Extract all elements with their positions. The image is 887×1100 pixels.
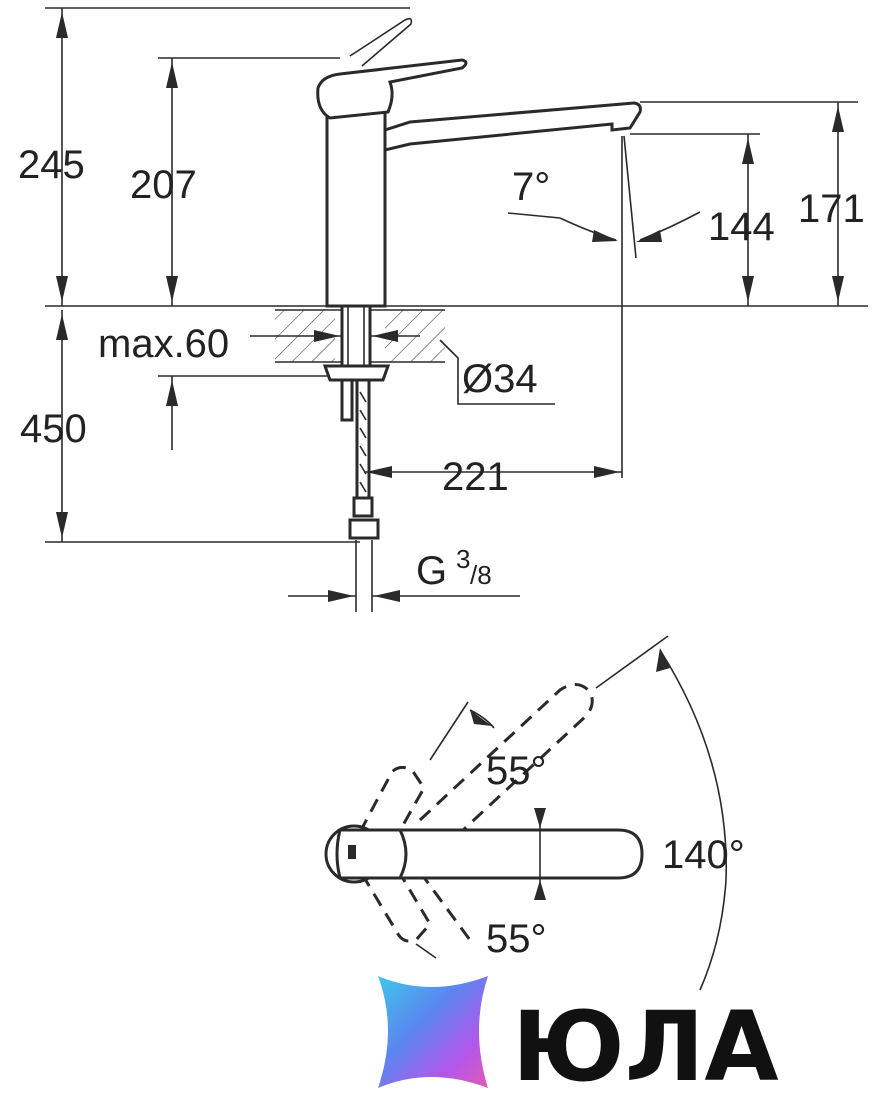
lever-top-view [335,828,408,880]
spout [383,101,642,152]
lever-handle [316,58,468,120]
dim-spout-height: 144 [708,205,775,249]
spout-top-view [378,828,644,880]
rotation-lever-down: 55° [486,917,547,961]
dim-max-thickness: max.60 [98,322,229,366]
lever-raised-outline [349,17,413,67]
dim-hose-length: 450 [20,407,87,451]
mounting-shank [340,304,372,368]
rotation-spout-swivel: 140° [662,833,745,877]
logo-text: ЮЛА [512,991,779,1100]
hose-fitting [352,496,374,518]
dim-spout-reach: 221 [442,455,509,499]
lever-indicator [348,845,356,859]
dim-thread: G [416,549,447,593]
lever-down-position [360,859,432,943]
yula-logo: ЮЛА [378,976,779,1100]
dim-spout-angle: 7° [512,165,550,209]
hose-connector [348,518,380,540]
spout-down-position [418,871,472,941]
mounting-nut [322,364,391,382]
faucet-body [325,108,387,308]
dim-spout-height-max: 171 [798,187,865,231]
rotation-lever-up: 55° [486,749,547,793]
threaded-rod [340,378,354,422]
logo-star-icon [378,976,488,1088]
dim-total-height: 245 [18,143,85,187]
dim-thread-denominator: /8 [470,560,492,590]
dim-hole-diameter: Ø34 [462,357,538,401]
side-view: 245 207 171 144 7° max.60 [18,7,868,612]
lever-up-position [358,765,426,849]
dim-lever-height: 207 [130,163,197,207]
top-view: 55° 55° 140° [324,635,745,991]
dim-thread-numerator: 3 [456,544,470,574]
